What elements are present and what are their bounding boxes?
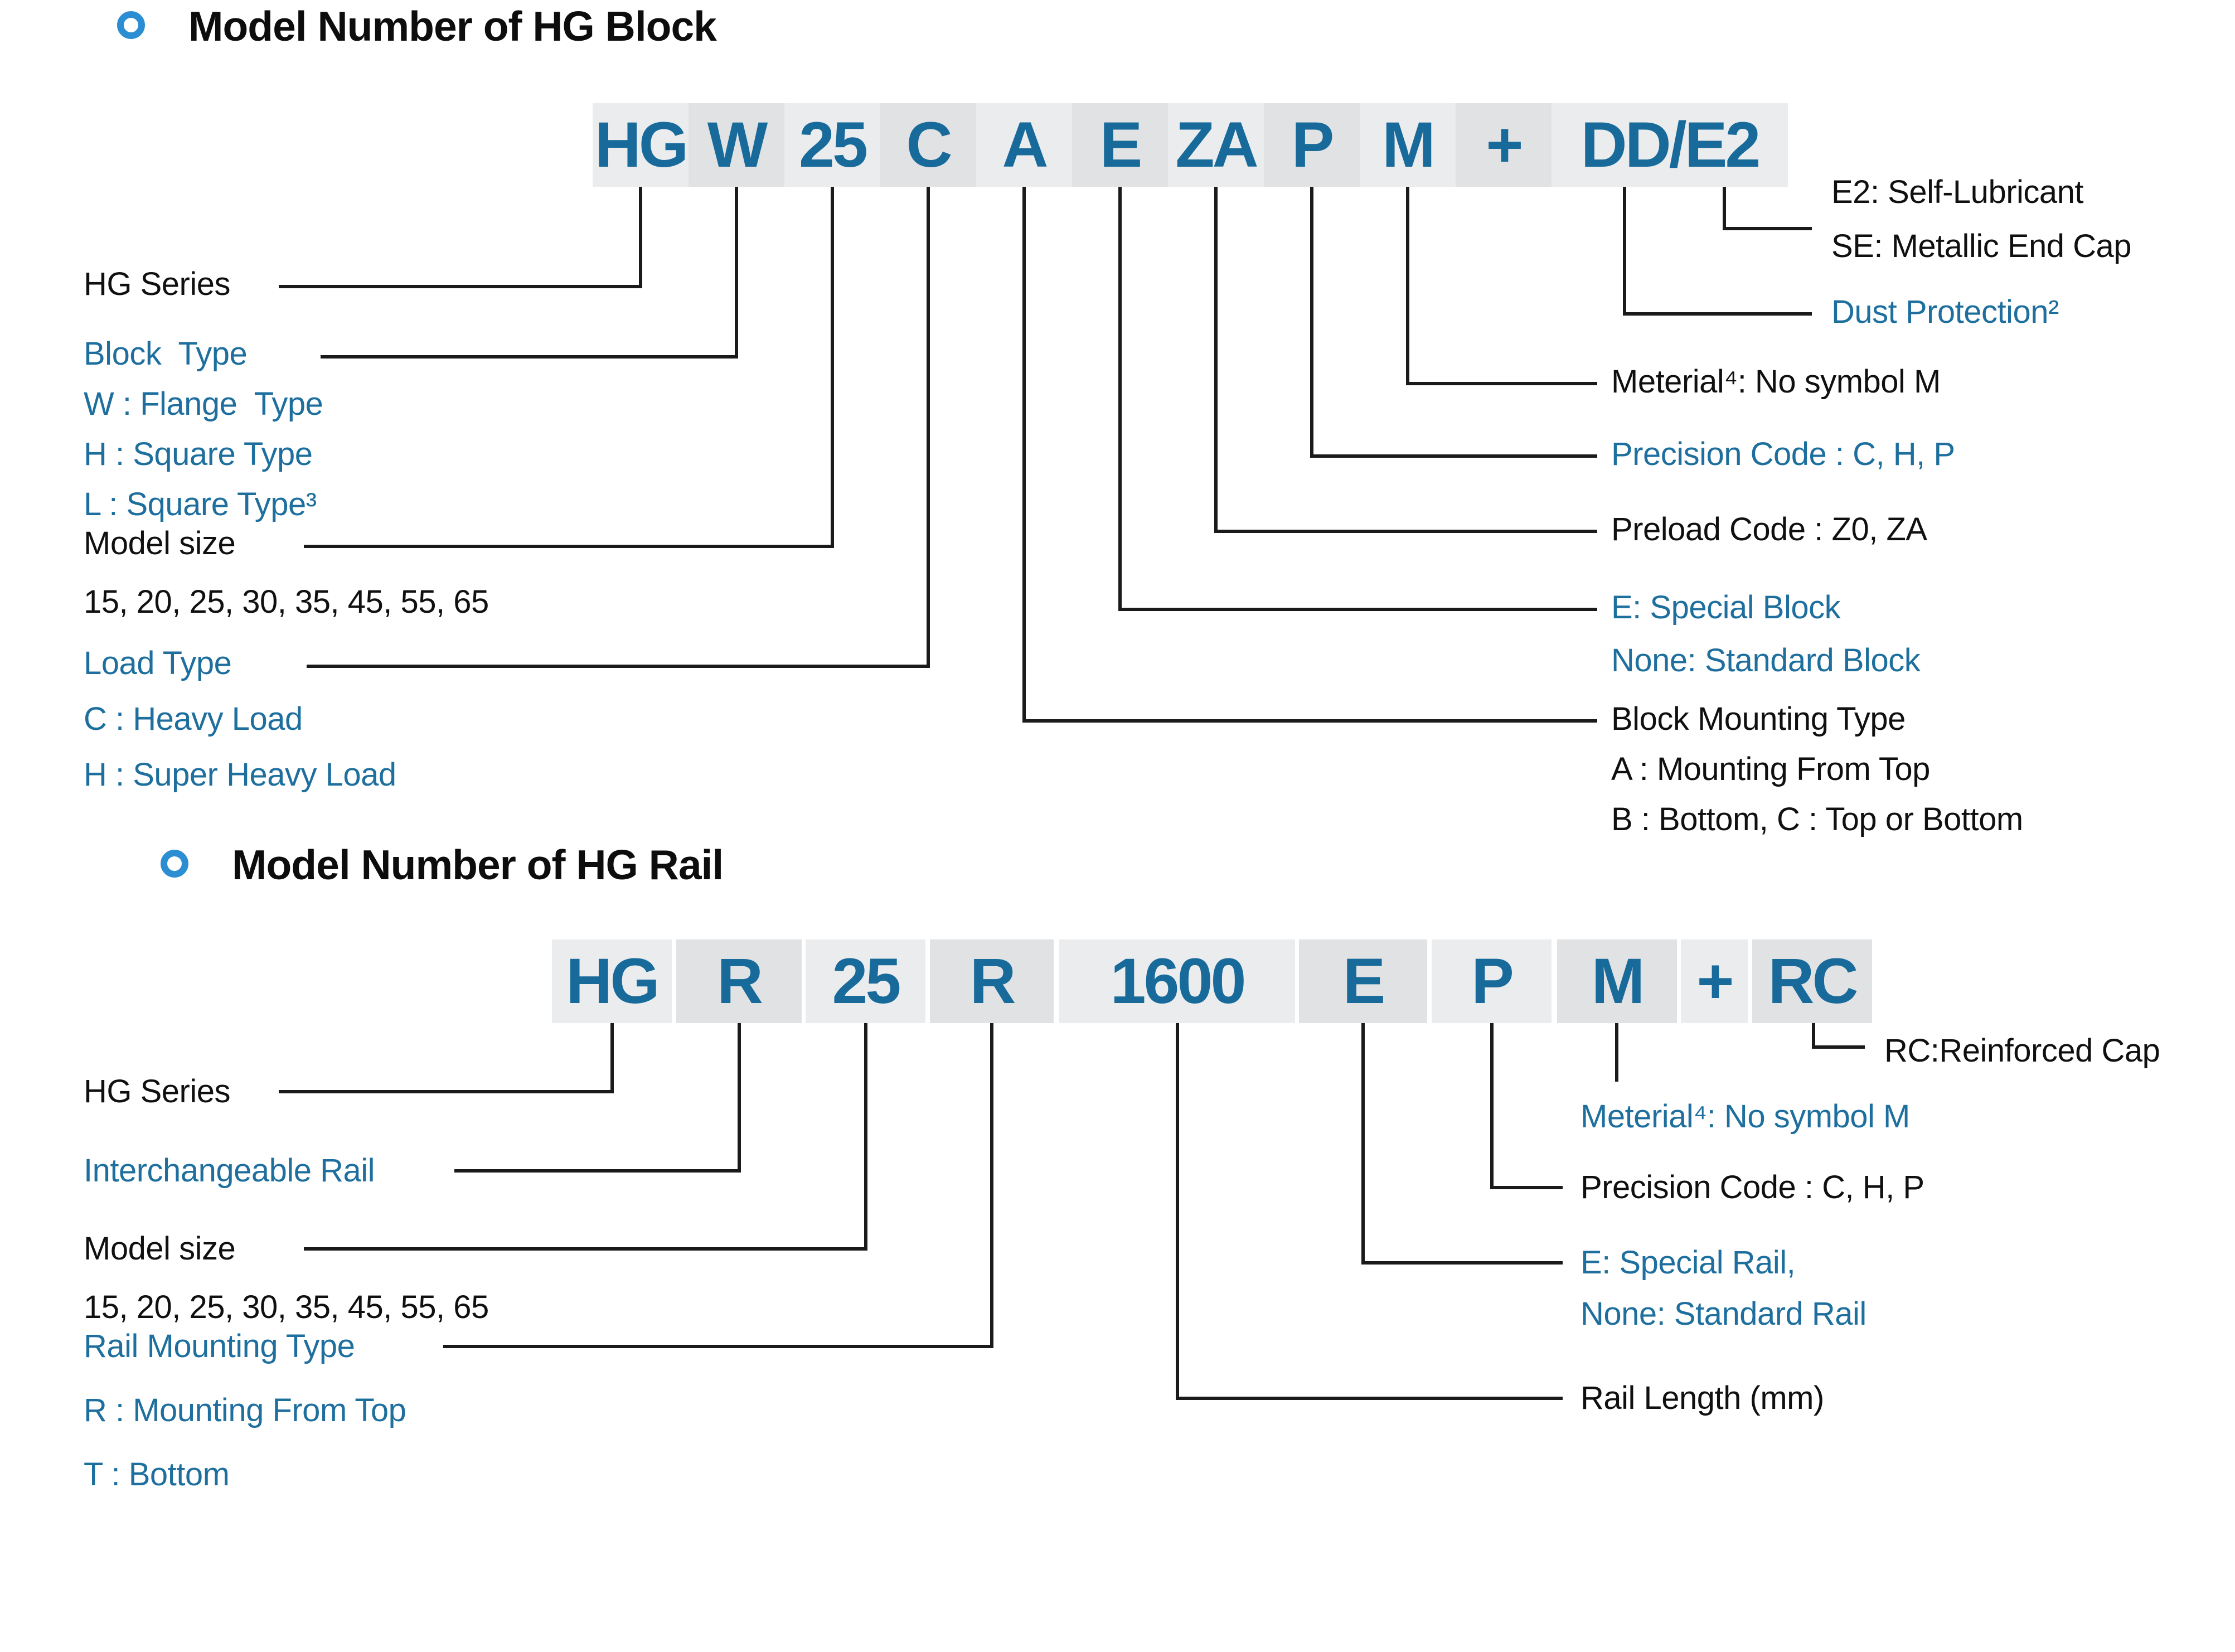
label-rc-reinforced-cap: RC:Reinforced Cap [1884, 1033, 2160, 1069]
label-block-mounting-type: Block Mounting Type [1611, 701, 1906, 737]
connector-line [1406, 382, 1597, 385]
code-cell-e: E [1072, 103, 1168, 187]
connector-line [738, 1023, 741, 1173]
connector-line [1623, 312, 1812, 316]
connector-line [1812, 1045, 1865, 1049]
label-rail-length-mm: Rail Length (mm) [1581, 1380, 1824, 1416]
code-cell-rail-m: M [1557, 939, 1677, 1023]
label-interchangeable-rail: Interchangeable Rail [84, 1152, 375, 1189]
label-preload-code: Preload Code : Z0, ZA [1611, 511, 1927, 548]
connector-line [1723, 227, 1812, 230]
connector-line [1623, 187, 1626, 316]
code-cell-rail-plus: + [1681, 939, 1748, 1023]
code-cell-c: C [880, 103, 976, 187]
connector-line [1176, 1397, 1563, 1400]
connector-line [1361, 1023, 1365, 1265]
label-b-bottom-c-top-or-bottom: B : Bottom, C : Top or Bottom [1611, 801, 2023, 837]
label-meterial-rail: Meterial⁴: No symbol M [1581, 1098, 1910, 1135]
label-none-standard-block: None: Standard Block [1611, 642, 1921, 679]
label-l-square-type: L : Square Type³ [84, 486, 317, 522]
connector-line [1812, 1023, 1815, 1049]
label-h-super-heavy-load: H : Super Heavy Load [84, 757, 396, 793]
code-cell-a: A [976, 103, 1072, 187]
connector-line [443, 1345, 993, 1348]
connector-line [1310, 454, 1597, 458]
label-e-special-block: E: Special Block [1611, 589, 1841, 626]
code-cell-rail-p: P [1432, 939, 1552, 1023]
label-w-flange-type: W : Flange Type [84, 386, 323, 422]
connector-line [990, 1023, 993, 1348]
connector-line [1022, 187, 1026, 723]
connector-line [1490, 1186, 1563, 1189]
code-cell-rail-r1: R [676, 939, 802, 1023]
connector-line [864, 1023, 867, 1251]
code-cell-p: P [1264, 103, 1360, 187]
label-model-size: Model size [84, 525, 236, 561]
connector-line [1214, 187, 1218, 533]
section-title-hg-rail: Model Number of HG Rail [232, 841, 724, 888]
connector-line [831, 187, 834, 548]
label-load-type: Load Type [84, 645, 232, 681]
connector-line [279, 285, 642, 288]
section-title-hg-block: Model Number of HG Block [188, 3, 717, 50]
label-c-heavy-load: C : Heavy Load [84, 701, 303, 737]
label-h-square-type: H : Square Type [84, 436, 313, 472]
code-cell-rail-r2: R [930, 939, 1054, 1023]
section-bullet-icon [117, 11, 145, 39]
connector-line [639, 187, 642, 288]
connector-line [454, 1169, 741, 1173]
label-e2-self-lubricant: E2: Self-Lubricant [1831, 174, 2084, 210]
label-dust-protection: Dust Protection² [1831, 294, 2059, 330]
label-e-special-rail: E: Special Rail, [1581, 1244, 1796, 1281]
label-meterial-block: Meterial⁴: No symbol M [1611, 364, 1941, 400]
connector-line [1176, 1023, 1179, 1400]
label-rail-mounting-type: Rail Mounting Type [84, 1328, 355, 1364]
code-cell-rail-25: 25 [806, 939, 925, 1023]
connector-line [735, 187, 738, 359]
connector-line [1723, 187, 1726, 230]
label-rail-hg-series: HG Series [84, 1073, 231, 1110]
code-cell-plus: + [1456, 103, 1552, 187]
connector-line [304, 545, 834, 548]
label-r-mounting-from-top: R : Mounting From Top [84, 1392, 406, 1428]
connector-line [610, 1023, 614, 1093]
label-hg-series: HG Series [84, 266, 231, 302]
connector-line [1406, 187, 1409, 385]
code-cell-rail-1600: 1600 [1059, 939, 1295, 1023]
connector-line [279, 1090, 614, 1093]
label-rail-model-sizes-list: 15, 20, 25, 30, 35, 45, 55, 65 [84, 1289, 489, 1325]
label-none-standard-rail: None: Standard Rail [1581, 1296, 1866, 1332]
code-cell-25: 25 [784, 103, 880, 187]
connector-line [1490, 1023, 1494, 1189]
connector-line [304, 1247, 867, 1251]
connector-line [1310, 187, 1313, 458]
label-precision-code-block: Precision Code : C, H, P [1611, 436, 1955, 472]
connector-line [1118, 608, 1597, 611]
label-rail-model-size: Model size [84, 1230, 236, 1267]
connector-line [1022, 719, 1597, 723]
code-cell-rail-rc: RC [1752, 939, 1872, 1023]
code-cell-rail-hg: HG [552, 939, 672, 1023]
connector-line [1361, 1261, 1563, 1265]
code-cell-rail-e: E [1299, 939, 1427, 1023]
connector-line [927, 187, 930, 668]
label-block-type: Block Type [84, 336, 248, 372]
code-cell-w: W [689, 103, 784, 187]
connector-line [321, 355, 738, 359]
label-model-sizes-list: 15, 20, 25, 30, 35, 45, 55, 65 [84, 584, 489, 620]
code-cell-dd-e2: DD/E2 [1552, 103, 1788, 187]
label-se-metallic-end-cap: SE: Metallic End Cap [1831, 228, 2132, 264]
connector-line [1615, 1023, 1618, 1082]
connector-line [1214, 530, 1597, 533]
label-t-bottom: T : Bottom [84, 1456, 230, 1493]
section-bullet-icon [161, 850, 188, 878]
connector-line [1118, 187, 1122, 611]
label-precision-code-rail: Precision Code : C, H, P [1581, 1169, 1924, 1205]
code-cell-hg: HG [593, 103, 689, 187]
connector-line [307, 665, 930, 668]
code-cell-m: M [1360, 103, 1456, 187]
code-cell-za: ZA [1168, 103, 1264, 187]
label-a-mounting-from-top: A : Mounting From Top [1611, 751, 1930, 787]
